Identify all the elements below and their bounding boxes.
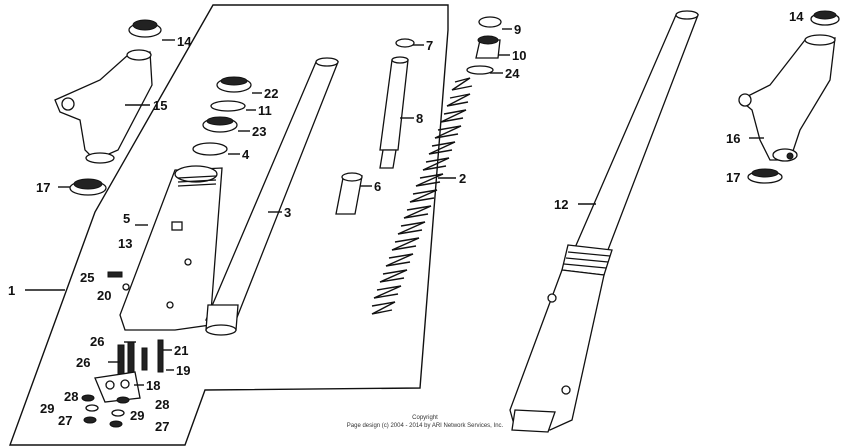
callout-18: 18	[146, 378, 160, 393]
callout-15: 15	[153, 98, 167, 113]
callout-6: 6	[374, 179, 381, 194]
callout-16: 16	[726, 131, 740, 146]
callout-2: 2	[459, 171, 466, 186]
callout-20: 20	[97, 288, 111, 303]
callout-23: 23	[252, 124, 266, 139]
part-fork-bracket-left	[54, 49, 153, 164]
callout-3: 3	[284, 205, 291, 220]
callout-10: 10	[512, 48, 526, 63]
callout-5: 5	[123, 211, 130, 226]
copyright-line: Copyright	[412, 415, 438, 421]
callout-7: 7	[426, 38, 433, 53]
callout-28-right: 28	[155, 397, 169, 412]
callout-21: 21	[174, 343, 188, 358]
callout-12: 12	[554, 197, 568, 212]
part-bolt-25	[107, 271, 130, 291]
callout-13: 13	[118, 236, 132, 251]
callout-19: 19	[176, 363, 190, 378]
callout-29-right: 29	[130, 408, 144, 423]
part-inner-tube	[205, 57, 339, 336]
page-design-credit: Page design (c) 2004 - 2014 by ARI Netwo…	[347, 423, 504, 429]
part-top-seal-left	[128, 19, 162, 38]
callout-11: 11	[258, 103, 272, 118]
callout-14-left: 14	[177, 34, 192, 49]
callout-9: 9	[514, 22, 521, 37]
callout-27-left: 27	[58, 413, 72, 428]
callout-28-left: 28	[64, 389, 78, 404]
part-top-seal-right	[810, 10, 840, 26]
callout-22: 22	[264, 86, 278, 101]
callout-8: 8	[416, 111, 423, 126]
callout-27-right: 27	[155, 419, 169, 434]
part-fork-bracket-right	[738, 34, 836, 162]
callout-1: 1	[8, 283, 15, 298]
part-dust-seal-right	[747, 168, 783, 184]
callout-14-right: 14	[789, 9, 804, 24]
callout-26-bottom: 26	[76, 355, 90, 370]
callout-17-right: 17	[726, 170, 740, 185]
assembly-outline	[8, 4, 449, 446]
part-dust-seal-left	[69, 178, 107, 196]
part-rings-stack	[192, 76, 252, 156]
callout-29-left: 29	[40, 401, 54, 416]
part-damper-rod	[335, 38, 415, 215]
callout-26-top: 26	[90, 334, 104, 349]
part-fork-slider-left	[119, 165, 223, 331]
part-washers-nuts	[81, 394, 130, 428]
part-right-fork-assembly	[509, 10, 699, 433]
callout-17-left: 17	[36, 180, 50, 195]
callout-25: 25	[80, 270, 94, 285]
part-fork-cap	[466, 16, 502, 75]
callout-24: 24	[505, 66, 520, 81]
part-fork-spring	[371, 77, 473, 315]
callout-4: 4	[242, 147, 250, 162]
